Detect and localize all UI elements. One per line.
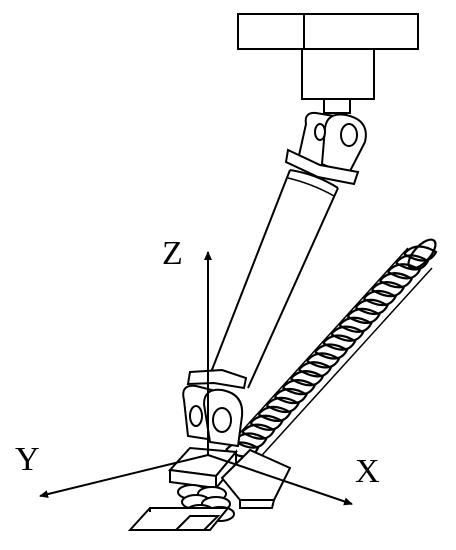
screw-thread-coil — [289, 370, 325, 387]
z-axis-label: Z — [162, 235, 183, 272]
screw-thread-coil — [233, 432, 268, 449]
screw-thread-coil — [370, 281, 406, 298]
y-axis-label: Y — [15, 441, 40, 478]
screw-thread-coil — [314, 343, 349, 360]
x-axis-label: X — [355, 453, 380, 490]
screw-thread-coil — [346, 307, 381, 324]
base-block — [167, 446, 292, 509]
x-axis — [207, 454, 353, 506]
screw-thread-coil — [265, 396, 300, 414]
foot-plate — [127, 507, 231, 531]
screw-thread-coil — [306, 352, 341, 369]
coordinate-axes — [39, 251, 353, 506]
lower-clevis-joint — [182, 368, 248, 448]
screw-thread-coil — [354, 298, 389, 316]
screw-thread-coil — [322, 334, 357, 351]
y-axis — [39, 454, 209, 498]
screw-thread-coil — [330, 325, 365, 342]
upper-clevis-joint — [284, 111, 367, 186]
top-mount-block — [301, 48, 375, 114]
screw-thread-coil — [378, 272, 414, 289]
screw-thread-coil — [386, 263, 422, 280]
screw-thread-coil — [338, 316, 373, 333]
screw-thread-coil — [362, 289, 397, 307]
threaded-screw-rod — [225, 238, 438, 465]
screw-thread-coil — [297, 361, 333, 378]
screw-thread-coil — [241, 423, 276, 440]
top-mount-plate — [237, 13, 419, 50]
screw-thread-coil — [257, 405, 292, 422]
screw-thread-coil — [273, 387, 308, 405]
screw-thread-coil — [281, 379, 317, 396]
actuator-tube — [207, 169, 339, 389]
screw-thread-coil — [403, 245, 438, 262]
screw-thread-coil — [249, 414, 284, 431]
